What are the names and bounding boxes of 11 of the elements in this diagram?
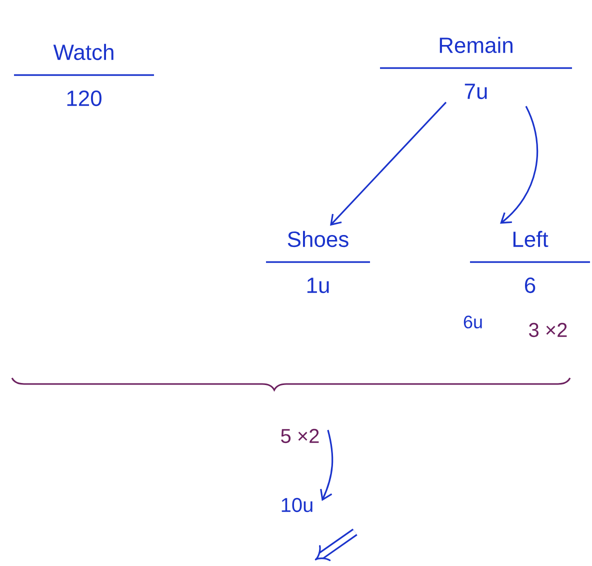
arrow [330, 102, 447, 226]
arrow [320, 430, 334, 501]
heading-with-value: Watch 120 [14, 44, 154, 106]
heading-with-value: Left 6 [470, 230, 590, 294]
handwritten-text: 10u [282, 498, 312, 512]
arrow [500, 106, 538, 224]
heading-with-value: Remain 7u [380, 36, 572, 100]
handwritten-text: 5 ×2 [281, 428, 319, 444]
handwritten-text: 6u [464, 316, 482, 328]
heading-with-value: Shoes 1u [266, 230, 370, 294]
handwritten-text: 3 ×2 [529, 322, 567, 338]
